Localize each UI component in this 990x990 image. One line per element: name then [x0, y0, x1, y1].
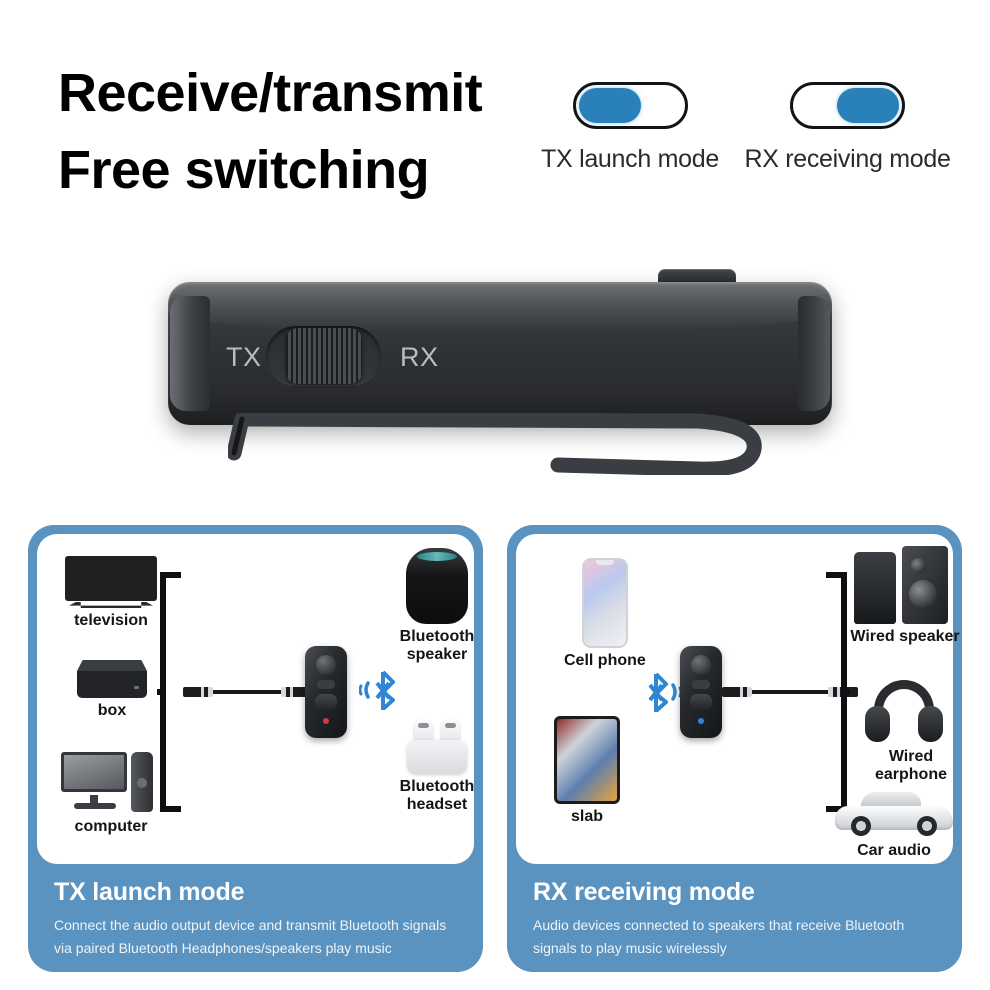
tx-target-bluetooth-headset: Bluetooth headset — [377, 716, 483, 815]
toggle-label-rx: RX receiving mode — [744, 145, 951, 173]
panel-tx-caption: TX launch mode Connect the audio output … — [28, 872, 483, 972]
tx-target-bluetooth-speaker: Bluetooth speaker — [377, 548, 483, 665]
tablet-icon — [554, 716, 620, 804]
panel-rx-diagram: Cell phone slab — [516, 534, 960, 864]
panel-rx-caption: RX receiving mode Audio devices connecte… — [507, 872, 962, 972]
rx-target-bracket — [824, 572, 850, 812]
smartphone-icon — [581, 558, 628, 648]
wired-speaker-icon — [854, 546, 950, 624]
device-switch-track[interactable] — [266, 326, 381, 386]
device-switch-knob[interactable] — [286, 328, 362, 384]
mode-toggle-rx[interactable]: RX receiving mode — [740, 82, 955, 174]
panel-rx-title: RX receiving mode — [533, 878, 755, 906]
headline-line-2: Free switching — [58, 139, 430, 200]
tx-target-label-1: Bluetooth headset — [399, 778, 475, 814]
tx-source-label-0: television — [74, 612, 148, 629]
device-switch-label-rx: RX — [400, 342, 439, 372]
panel-tx-launch-mode: television box computer — [28, 525, 483, 972]
rx-source-label-1: slab — [570, 808, 603, 825]
rx-source-slab: slab — [554, 716, 620, 826]
product-photo: TX RX — [150, 255, 850, 505]
tx-source-computer: computer — [61, 752, 161, 836]
device-gloss — [168, 282, 832, 331]
tx-source-box: box — [77, 660, 147, 720]
rx-target-label-0: Wired speaker — [850, 628, 960, 645]
panel-rx-description: Audio devices connected to speakers that… — [533, 917, 905, 956]
toggle-knob-tx — [578, 88, 641, 123]
page-headline: Receive/transmit Free switching — [58, 55, 483, 208]
panel-tx-diagram: television box computer — [37, 534, 474, 864]
rx-target-wired-speaker: Wired speaker — [850, 546, 960, 646]
panel-rx-receiving-mode: Cell phone slab — [507, 525, 962, 972]
rx-adapter-dongle — [680, 646, 722, 738]
television-icon — [65, 556, 157, 608]
device-top-button — [658, 269, 736, 286]
device-left-cap — [170, 296, 210, 411]
bluetooth-icon — [640, 672, 684, 712]
rx-source-label-0: Cell phone — [564, 652, 646, 669]
header: Receive/transmit Free switching TX launc… — [0, 0, 990, 215]
tx-source-bracket — [157, 572, 183, 812]
rx-source-cell-phone: Cell phone — [564, 558, 646, 670]
rx-target-car-audio: Car audio — [834, 790, 954, 860]
device-belt-clip — [228, 413, 768, 475]
toggle-knob-rx — [837, 88, 899, 123]
device-body: TX RX — [168, 282, 832, 425]
panel-tx-title: TX launch mode — [54, 878, 245, 906]
bluetooth-speaker-icon — [406, 548, 468, 624]
toggle-switch-rx[interactable] — [790, 82, 905, 129]
toggle-switch-tx[interactable] — [572, 82, 688, 129]
headline-line-1: Receive/transmit — [58, 63, 483, 123]
car-icon — [835, 790, 953, 838]
mode-toggle-tx[interactable]: TX launch mode — [534, 82, 726, 174]
earbuds-case-icon — [398, 716, 476, 774]
device-switch-label-tx: TX — [226, 342, 262, 372]
toggle-label-tx: TX launch mode — [541, 145, 719, 173]
tx-source-label-1: box — [97, 702, 127, 719]
rx-target-label-1: Wired earphone — [874, 748, 947, 784]
rx-target-label-2: Car audio — [857, 842, 931, 859]
tx-adapter-dongle — [305, 646, 347, 738]
tx-source-television: television — [65, 556, 157, 630]
rx-target-wired-earphone: Wired earphone — [856, 680, 952, 785]
device-right-cap — [798, 296, 830, 411]
tx-source-label-2: computer — [74, 818, 148, 835]
set-top-box-icon — [77, 660, 147, 698]
tx-target-label-0: Bluetooth speaker — [399, 628, 475, 664]
panel-tx-description: Connect the audio output device and tran… — [54, 917, 447, 956]
desktop-computer-icon — [61, 752, 161, 814]
tx-aux-cable — [183, 687, 311, 697]
bluetooth-icon — [359, 670, 403, 710]
headphones-icon — [865, 680, 943, 744]
